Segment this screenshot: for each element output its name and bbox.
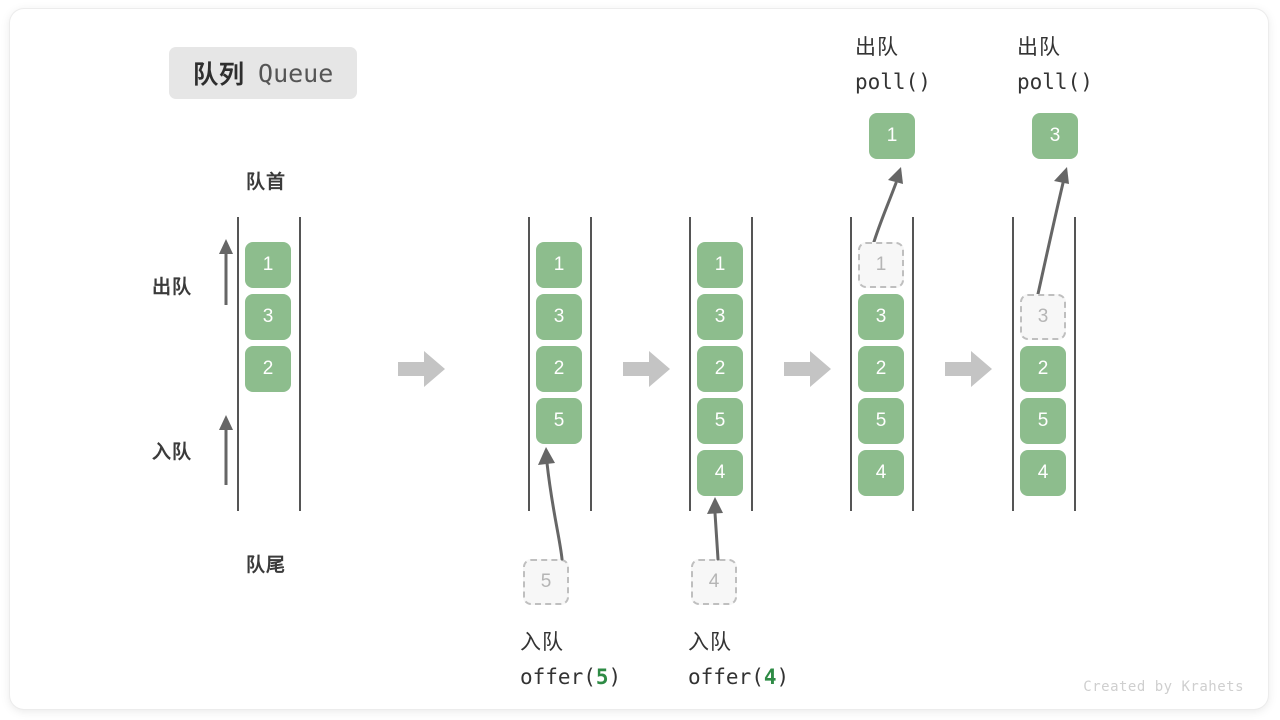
enqueue-direction-arrow-icon: [219, 415, 233, 485]
popped-cell: 3: [1032, 113, 1078, 159]
queue-cell: 2: [536, 346, 582, 392]
incoming-ghost-cell: 5: [523, 559, 569, 605]
queue-rail-right: [590, 217, 592, 511]
queue-rail-left: [850, 217, 852, 511]
diagram-card: 队列 Queue 队首 队尾 出队 入队 1 3 2: [10, 9, 1268, 709]
caption-chinese: 入队: [688, 631, 732, 654]
queue-rail-right: [912, 217, 914, 511]
queue-rail-left: [528, 217, 530, 511]
diagram-stage: 队列 Queue 队首 队尾 出队 入队 1 3 2: [10, 9, 1268, 709]
label-queue-tail: 队尾: [246, 555, 287, 576]
queue-cell: 5: [858, 398, 904, 444]
queue-cell: 3: [245, 294, 291, 340]
queue-cell: 5: [536, 398, 582, 444]
step-arrow-icon: [623, 351, 670, 387]
caption-chinese: 出队: [855, 36, 899, 59]
queue-cell: 1: [245, 242, 291, 288]
queue-cell: 2: [697, 346, 743, 392]
step-arrow-icon: [784, 351, 831, 387]
queue-rail-left: [689, 217, 691, 511]
queue-cell: 1: [536, 242, 582, 288]
dequeue-direction-arrow-icon: [219, 239, 233, 305]
caption-code: poll(): [855, 70, 931, 94]
label-queue-head: 队首: [246, 172, 287, 193]
caption-offer-5: 入队 offer(5): [520, 626, 621, 694]
queue-rail-right: [1074, 217, 1076, 511]
credit-text: Created by Krahets: [1083, 679, 1244, 695]
queue-cell-ghost: 3: [1020, 294, 1066, 340]
queue-cell: 2: [1020, 346, 1066, 392]
queue-cell: 1: [697, 242, 743, 288]
dequeue-motion-arrow-icon: [1034, 167, 1069, 305]
caption-poll-3: 出队 poll(): [1017, 31, 1093, 99]
queue-rail-left: [1012, 217, 1014, 511]
dequeue-motion-arrow-icon: [871, 167, 903, 247]
diagram-title-chip: 队列 Queue: [169, 47, 358, 99]
queue-cell: 5: [697, 398, 743, 444]
caption-chinese: 入队: [520, 631, 564, 654]
incoming-ghost-cell: 4: [691, 559, 737, 605]
queue-cell: 3: [697, 294, 743, 340]
queue-cell: 5: [1020, 398, 1066, 444]
title-english: Queue: [258, 58, 334, 88]
caption-chinese: 出队: [1017, 36, 1061, 59]
queue-cell: 2: [245, 346, 291, 392]
queue-cell-ghost: 1: [858, 242, 904, 288]
popped-cell: 1: [869, 113, 915, 159]
caption-code: offer(4): [688, 665, 790, 689]
caption-code: poll(): [1017, 70, 1093, 94]
caption-offer-4: 入队 offer(4): [688, 626, 789, 694]
step-arrow-icon: [398, 351, 445, 387]
title-chinese: 队列: [193, 61, 246, 89]
caption-code: offer(5): [520, 665, 622, 689]
queue-rail-right: [299, 217, 301, 511]
label-dequeue-direction: 出队: [152, 277, 193, 298]
caption-poll-1: 出队 poll(): [855, 31, 931, 99]
enqueue-motion-arrow-icon: [538, 447, 564, 561]
queue-cell: 4: [697, 450, 743, 496]
queue-rail-left: [237, 217, 239, 511]
queue-cell: 3: [858, 294, 904, 340]
queue-rail-right: [751, 217, 753, 511]
label-enqueue-direction: 入队: [152, 442, 193, 463]
step-arrow-icon: [945, 351, 992, 387]
queue-cell: 2: [858, 346, 904, 392]
queue-cell: 4: [858, 450, 904, 496]
queue-cell: 3: [536, 294, 582, 340]
enqueue-motion-arrow-icon: [707, 497, 723, 561]
queue-cell: 4: [1020, 450, 1066, 496]
